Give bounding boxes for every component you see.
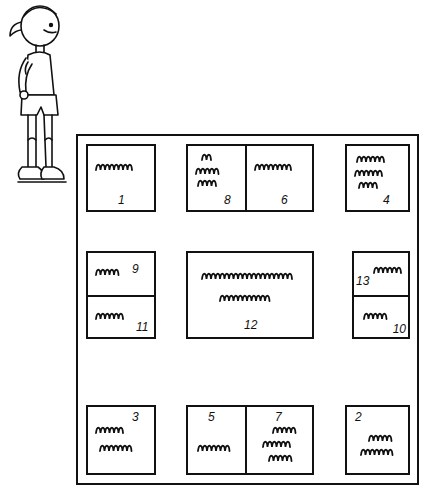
handwriting-scribble bbox=[188, 407, 245, 473]
board-square: 3 bbox=[86, 405, 156, 475]
handwriting-scribble bbox=[354, 253, 408, 295]
scribble-line bbox=[96, 314, 123, 319]
square-number: 2 bbox=[355, 411, 362, 424]
square-number: 10 bbox=[393, 323, 406, 336]
scribble-line bbox=[100, 446, 132, 451]
handwriting-scribble bbox=[88, 253, 154, 295]
board-square: 10 bbox=[352, 295, 410, 339]
board-outline bbox=[77, 135, 418, 484]
scribble-line bbox=[202, 155, 211, 160]
handwriting-scribble bbox=[347, 146, 408, 210]
square-number: 4 bbox=[383, 194, 390, 207]
board-square: 8 bbox=[186, 144, 247, 212]
square-number: 1 bbox=[118, 194, 125, 207]
scribble-line bbox=[198, 446, 230, 451]
scribble-line bbox=[357, 157, 384, 162]
scribble-line bbox=[263, 442, 290, 447]
square-number: 11 bbox=[136, 321, 148, 334]
scribble-line bbox=[359, 183, 377, 188]
board-square: 11 bbox=[86, 295, 156, 339]
handwriting-scribble bbox=[247, 146, 312, 210]
board-square: 7 bbox=[245, 405, 314, 475]
square-number: 5 bbox=[208, 411, 215, 424]
girl-figure bbox=[10, 6, 66, 182]
handwriting-scribble bbox=[188, 146, 245, 210]
square-number: 8 bbox=[224, 194, 231, 207]
scribble-line bbox=[202, 274, 292, 279]
scribble-line bbox=[355, 171, 382, 176]
square-number: 3 bbox=[132, 411, 139, 424]
square-number: 9 bbox=[132, 263, 139, 276]
board-square: 12 bbox=[186, 251, 314, 339]
scribble-line bbox=[273, 428, 296, 433]
square-number: 13 bbox=[356, 275, 369, 288]
scribble-line bbox=[96, 270, 119, 275]
scribble-line bbox=[374, 268, 401, 273]
board-square: 4 bbox=[345, 144, 410, 212]
scribble-line bbox=[369, 436, 392, 441]
square-number: 6 bbox=[281, 194, 288, 207]
handwriting-scribble bbox=[88, 407, 154, 473]
scribble-line bbox=[198, 181, 216, 186]
board-square: 1 bbox=[86, 144, 156, 212]
board-square: 6 bbox=[245, 144, 314, 212]
board-square: 2 bbox=[345, 405, 410, 475]
square-number: 7 bbox=[275, 411, 282, 424]
board-square: 5 bbox=[186, 405, 247, 475]
scribble-line bbox=[96, 428, 123, 433]
scribble-line bbox=[255, 165, 291, 170]
scribble-line bbox=[96, 165, 132, 170]
board-square: 13 bbox=[352, 251, 410, 297]
scribble-line bbox=[269, 456, 292, 461]
scribble-line bbox=[220, 296, 270, 301]
scribble-line bbox=[364, 314, 387, 319]
square-number: 12 bbox=[244, 319, 257, 332]
scribble-line bbox=[361, 450, 393, 455]
board-square: 9 bbox=[86, 251, 156, 297]
scribble-line bbox=[196, 169, 219, 174]
